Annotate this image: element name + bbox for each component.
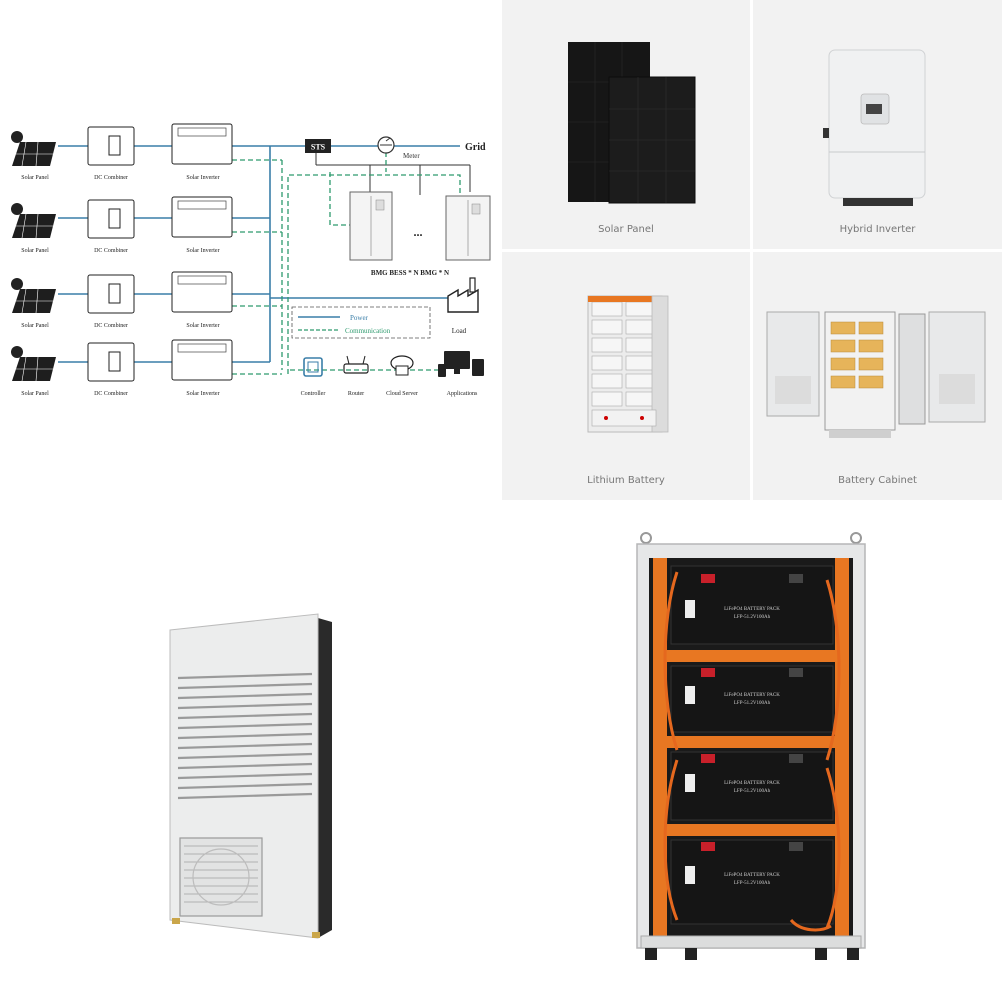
bess-cabinet-1 (349, 191, 393, 261)
air-conditioner-image (169, 613, 332, 939)
solar-panel-label: Solar Panel (21, 391, 49, 397)
product-solar-panel: Solar Panel (502, 0, 750, 249)
solar-inverter-box (171, 271, 233, 313)
solar-inverter-box (171, 123, 233, 165)
system-diagram: STS Meter Grid Solar Panel DC Combiner S… (0, 0, 500, 500)
sts-label: STS (311, 143, 326, 152)
solar-panel-icon (11, 346, 56, 382)
solar-panel-icon (11, 203, 56, 239)
product-hybrid-inverter: Hybrid Inverter (753, 0, 1002, 249)
power-lines (58, 145, 460, 363)
product-lithium-battery: Lithium Battery (502, 252, 750, 500)
pack-title: LiFePO4 BATTERY PACK (724, 607, 780, 612)
dc-combiner-box (87, 126, 135, 166)
solar-panel-label: Solar Panel (21, 175, 49, 181)
solar-row-1: Solar Panel DC Combiner Solar Inverter (11, 123, 233, 181)
cabinet-air-conditioner-photo (0, 500, 501, 1002)
router-icon (343, 355, 369, 374)
communication-lines (232, 152, 461, 375)
dc-combiner-label: DC Combiner (94, 248, 128, 254)
load-label: Load (452, 327, 467, 335)
system-diagram-svg: STS Meter Grid Solar Panel DC Combiner S… (11, 123, 491, 397)
solar-inverter-label: Solar Inverter (186, 323, 219, 329)
legend-communication: Communication (345, 327, 391, 335)
solar-inverter-label: Solar Inverter (186, 175, 219, 181)
solar-inverter-box (171, 196, 233, 238)
pack-title: LiFePO4 BATTERY PACK (724, 781, 780, 786)
pack-model: LFP-51.2V100Ah (734, 881, 771, 886)
dc-combiner-box (87, 199, 135, 239)
rack-cables (663, 571, 841, 932)
solar-panel-image (568, 42, 696, 204)
dc-combiner-label: DC Combiner (94, 391, 128, 397)
solar-panel-caption: Solar Panel (598, 224, 654, 235)
cloud-server-label: Cloud Server (386, 391, 418, 397)
dc-combiner-box (87, 274, 135, 314)
solar-inverter-label: Solar Inverter (186, 391, 219, 397)
cloud-server-icon (390, 355, 414, 376)
battery-cabinet-caption: Battery Cabinet (838, 475, 917, 486)
grid-label: Grid (465, 142, 486, 153)
louvers (177, 672, 313, 800)
pack-title: LiFePO4 BATTERY PACK (724, 873, 780, 878)
controller-icon (303, 357, 323, 377)
lithium-battery-image (587, 295, 669, 433)
dc-combiner-label: DC Combiner (94, 323, 128, 329)
solar-row-2: Solar Panel DC Combiner Solar Inverter (11, 196, 233, 254)
pack-model: LFP-51.2V100Ah (734, 615, 771, 620)
solar-panel-icon (11, 131, 56, 167)
meter-icon (377, 136, 395, 154)
solar-inverter-box (171, 339, 233, 381)
battery-pack-4: LiFePO4 BATTERY PACK LFP-51.2V100Ah (670, 839, 834, 925)
battery-pack-3: LiFePO4 BATTERY PACK LFP-51.2V100Ah (670, 751, 834, 821)
bess-cabinet-2 (445, 195, 491, 261)
controller-label: Controller (301, 391, 326, 397)
factory-icon (447, 277, 479, 313)
solar-panel-label: Solar Panel (21, 323, 49, 329)
pack-title: LiFePO4 BATTERY PACK (724, 693, 780, 698)
solar-row-3: Solar Panel DC Combiner Solar Inverter (11, 271, 233, 329)
solar-panel-label: Solar Panel (21, 248, 49, 254)
legend-power: Power (350, 314, 369, 322)
battery-pack-1: LiFePO4 BATTERY PACK LFP-51.2V100Ah (670, 565, 834, 645)
battery-cabinet-image (766, 311, 986, 438)
pack-model: LFP-51.2V100Ah (734, 701, 771, 706)
hybrid-inverter-caption: Hybrid Inverter (839, 224, 916, 235)
applications-icon (438, 351, 484, 377)
rack-wheels (645, 948, 859, 960)
hybrid-inverter-image (823, 49, 926, 206)
legend: Power Communication (291, 306, 431, 339)
meter-label: Meter (403, 152, 420, 160)
router-label: Router (348, 391, 364, 397)
bess-label: BMG BESS * N BMG * N (371, 269, 449, 277)
battery-pack-2: LiFePO4 BATTERY PACK LFP-51.2V100Ah (670, 665, 834, 733)
bess-feed-lines (315, 146, 471, 195)
fan-icon (192, 848, 250, 906)
product-battery-cabinet: Battery Cabinet (753, 252, 1002, 500)
battery-rack-photo: LiFePO4 BATTERY PACK LFP-51.2V100Ah LiFe… (501, 500, 1002, 1002)
sts-box: STS (305, 139, 331, 153)
solar-inverter-label: Solar Inverter (186, 248, 219, 254)
dc-combiner-label: DC Combiner (94, 175, 128, 181)
battery-rack-image: LiFePO4 BATTERY PACK LFP-51.2V100Ah LiFe… (636, 532, 866, 960)
lithium-battery-caption: Lithium Battery (587, 475, 665, 486)
pack-model: LFP-51.2V100Ah (734, 789, 771, 794)
solar-panel-icon (11, 278, 56, 314)
applications-label: Applications (447, 391, 478, 397)
bess-dots: ... (414, 225, 423, 239)
dc-combiner-box (87, 342, 135, 382)
solar-row-4: Solar Panel DC Combiner Solar Inverter (11, 339, 233, 397)
